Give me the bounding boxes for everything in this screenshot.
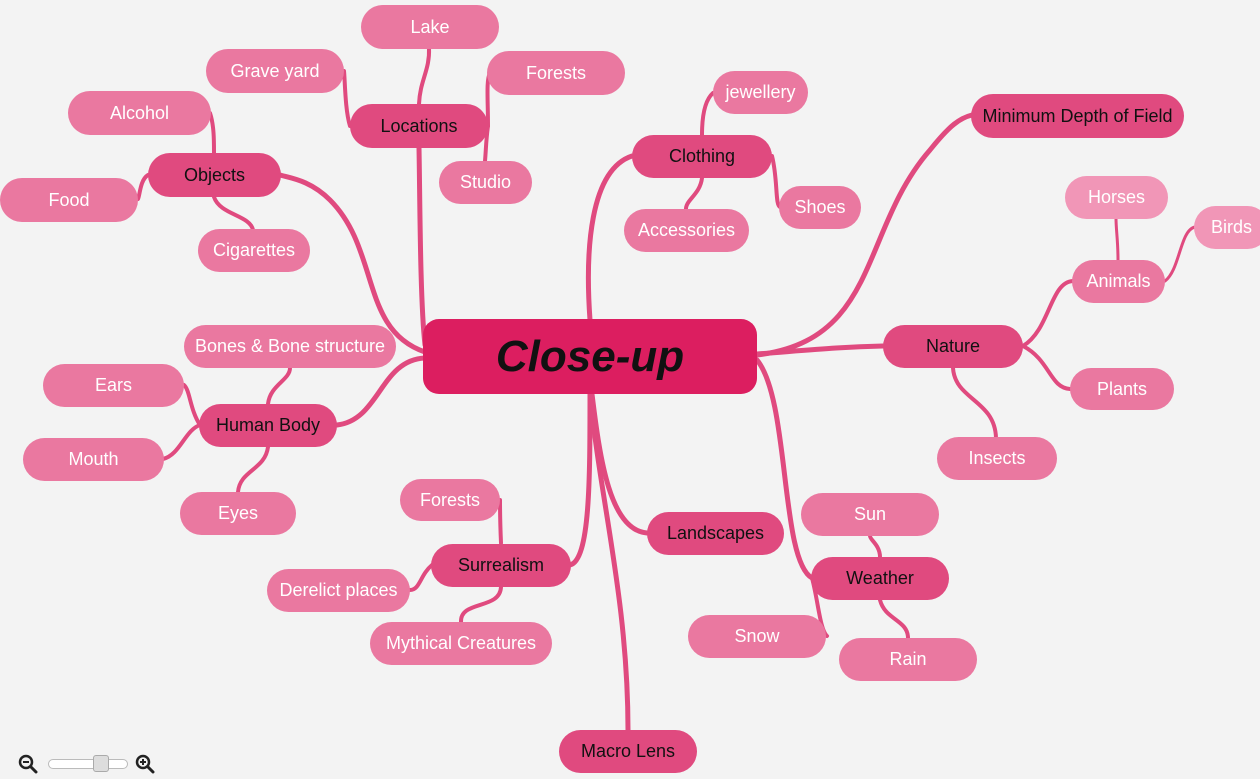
topic-bones[interactable]: Bones & Bone structure: [184, 325, 396, 368]
topic-plants[interactable]: Plants: [1070, 368, 1174, 410]
topic-accessories[interactable]: Accessories: [624, 209, 749, 252]
edge-nature-plants: [1021, 344, 1072, 391]
topic-forests-surrealism[interactable]: Forests: [400, 479, 500, 521]
topic-shoes[interactable]: Shoes: [779, 186, 861, 229]
topic-derelict-places[interactable]: Derelict places: [267, 569, 410, 612]
edge-human-mouth: [161, 423, 202, 461]
zoom-out-icon[interactable]: [18, 754, 38, 774]
edge-surrealism-forests: [498, 498, 503, 545]
topic-studio[interactable]: Studio: [439, 161, 532, 204]
edge-locations-graveyard: [342, 69, 352, 128]
edge-animals-birds: [1163, 225, 1197, 283]
edge-clothing-accessories: [684, 176, 704, 212]
topic-mouth[interactable]: Mouth: [23, 438, 164, 481]
edge-human-bones: [266, 366, 292, 406]
edge-human-eyes: [236, 445, 270, 494]
topic-insects[interactable]: Insects: [937, 437, 1057, 480]
edge-root-weather: [754, 357, 815, 581]
topic-alcohol[interactable]: Alcohol: [68, 91, 211, 135]
edge-clothing-jewellery: [700, 91, 715, 137]
edge-human-ears: [182, 383, 202, 427]
zoom-slider[interactable]: [48, 759, 128, 769]
edge-clothing-shoes: [770, 154, 782, 209]
topic-eyes[interactable]: Eyes: [180, 492, 296, 535]
edge-surrealism-mythical: [458, 585, 503, 624]
edge-nature-animals: [1021, 279, 1075, 348]
edge-root-min-dof: [754, 112, 975, 358]
edge-nature-insects: [951, 366, 998, 440]
topic-weather[interactable]: Weather: [811, 557, 949, 600]
edge-root-locations: [416, 145, 428, 348]
topic-landscapes[interactable]: Landscapes: [647, 512, 784, 555]
edge-weather-rain: [878, 598, 910, 640]
topic-nature[interactable]: Nature: [883, 325, 1023, 368]
edge-surrealism-derelict: [408, 563, 434, 592]
zoom-control: [18, 752, 163, 776]
topic-objects[interactable]: Objects: [148, 153, 281, 197]
topic-sun[interactable]: Sun: [801, 493, 939, 536]
central-topic[interactable]: Close-up: [423, 319, 757, 394]
topic-forests-location[interactable]: Forests: [487, 51, 625, 95]
topic-birds[interactable]: Birds: [1194, 206, 1260, 249]
edge-root-human-body: [334, 355, 428, 428]
topic-snow[interactable]: Snow: [688, 615, 826, 658]
edge-root-objects: [277, 172, 428, 355]
edge-objects-food: [136, 173, 150, 201]
edge-locations-lake: [417, 46, 432, 106]
zoom-slider-handle[interactable]: [92, 755, 109, 772]
topic-food[interactable]: Food: [0, 178, 138, 222]
topic-ears[interactable]: Ears: [43, 364, 184, 407]
topic-horses[interactable]: Horses: [1065, 176, 1168, 219]
topic-rain[interactable]: Rain: [839, 638, 977, 681]
zoom-in-icon[interactable]: [135, 754, 155, 774]
edge-root-clothing: [585, 153, 635, 323]
topic-macro-lens[interactable]: Macro Lens: [559, 730, 697, 773]
topic-grave-yard[interactable]: Grave yard: [206, 49, 344, 93]
edge-weather-sun: [868, 534, 882, 559]
edge-animals-horses: [1114, 216, 1120, 262]
edge-root-macro-lens: [587, 391, 631, 733]
topic-cigarettes[interactable]: Cigarettes: [198, 229, 310, 272]
topic-locations[interactable]: Locations: [350, 104, 488, 148]
topic-human-body[interactable]: Human Body: [199, 404, 337, 447]
edge-root-surrealism: [567, 391, 593, 568]
topic-surrealism[interactable]: Surrealism: [431, 544, 571, 587]
edge-root-nature: [754, 343, 886, 357]
topic-animals[interactable]: Animals: [1072, 260, 1165, 303]
topic-mythical-creatures[interactable]: Mythical Creatures: [370, 622, 552, 665]
topic-jewellery[interactable]: jewellery: [713, 71, 808, 114]
edge-objects-alcohol: [208, 111, 216, 155]
edge-objects-cigarettes: [212, 195, 255, 232]
topic-lake[interactable]: Lake: [361, 5, 499, 49]
topic-clothing[interactable]: Clothing: [632, 135, 772, 178]
topic-minimum-depth-of-field[interactable]: Minimum Depth of Field: [971, 94, 1184, 138]
